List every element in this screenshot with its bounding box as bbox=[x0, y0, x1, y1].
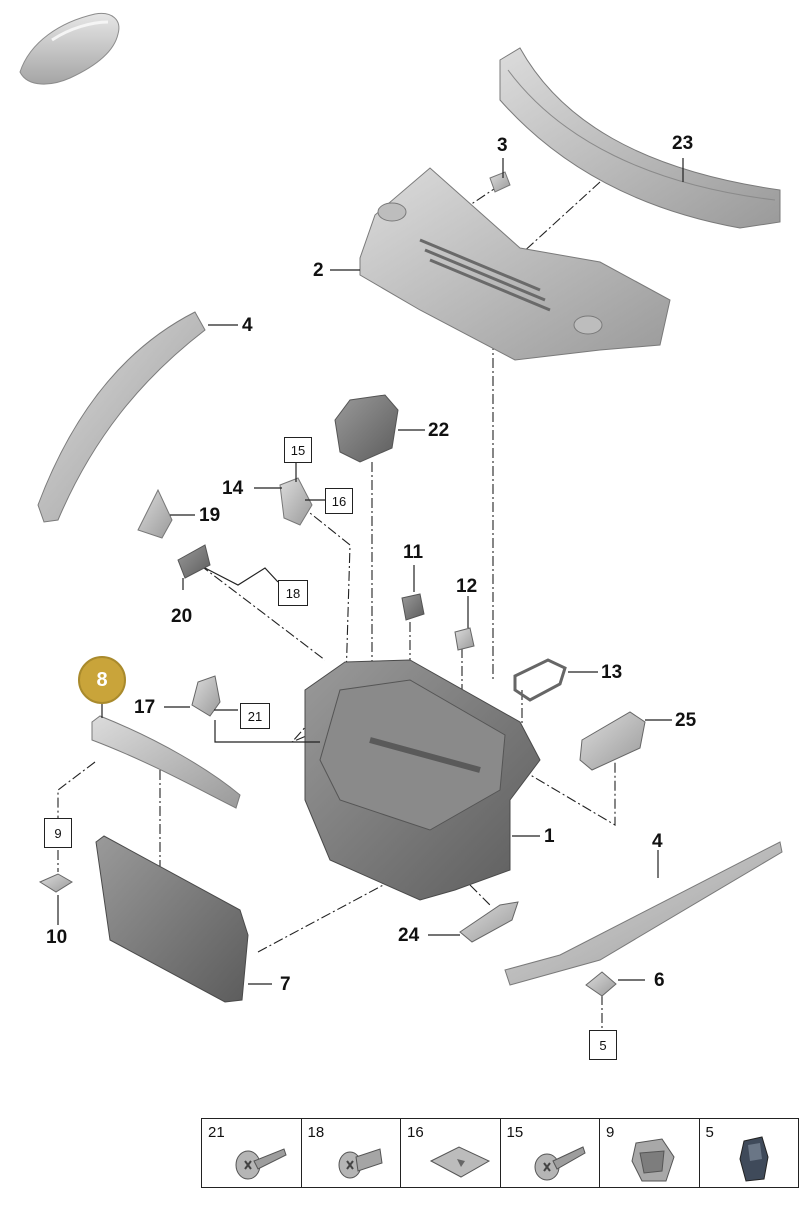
callout-14: 14 bbox=[222, 478, 244, 499]
ref-box-16: 16 bbox=[325, 488, 353, 514]
part-13-frame bbox=[513, 658, 567, 702]
ref-box-18: 18 bbox=[278, 580, 308, 606]
ref-box-5: 5 bbox=[589, 1030, 617, 1060]
legend-item[interactable]: 18 bbox=[302, 1119, 401, 1187]
legend-item-number: 5 bbox=[705, 1124, 714, 1141]
legend-item-number: 15 bbox=[506, 1124, 524, 1141]
legend-item[interactable]: 9 bbox=[600, 1119, 700, 1187]
callout-10: 10 bbox=[46, 927, 68, 948]
speed-nut-icon bbox=[429, 1146, 491, 1178]
callout-17: 17 bbox=[134, 697, 156, 718]
spring-clip-icon bbox=[631, 1138, 675, 1182]
callout-3: 3 bbox=[497, 135, 508, 156]
car-silhouette-icon bbox=[19, 12, 120, 85]
callout-25: 25 bbox=[675, 710, 697, 731]
retaining-clip-icon bbox=[738, 1136, 769, 1182]
legend-item[interactable]: 15 bbox=[501, 1119, 600, 1187]
screw-round-head-icon bbox=[338, 1148, 383, 1179]
part-22-cover-cap bbox=[334, 394, 399, 463]
callout-11: 11 bbox=[403, 542, 424, 563]
part-4-pillar-trim-lower bbox=[504, 841, 783, 986]
part-24-bracket bbox=[459, 901, 519, 943]
callout-6: 6 bbox=[654, 970, 665, 991]
callout-7: 7 bbox=[280, 974, 291, 995]
ref-box-15: 15 bbox=[284, 437, 312, 463]
legend-item-number: 21 bbox=[208, 1124, 225, 1141]
legend-item[interactable]: 16 bbox=[401, 1119, 501, 1187]
callout-leaders bbox=[57, 158, 684, 985]
part-14-bracket bbox=[279, 477, 313, 526]
legend-item[interactable]: 21 bbox=[202, 1119, 302, 1187]
part-4-pillar-trim-upper bbox=[37, 311, 206, 523]
legend-item-number: 16 bbox=[407, 1124, 424, 1141]
part-12-clip bbox=[454, 627, 475, 651]
part-19-bracket bbox=[137, 488, 173, 539]
part-7-side-trim-panel bbox=[95, 835, 249, 1003]
screw-flanged-icon bbox=[235, 1148, 287, 1180]
part-1-luggage-tub bbox=[304, 659, 541, 901]
callout-12: 12 bbox=[456, 576, 478, 597]
callout-2: 2 bbox=[313, 260, 324, 281]
part-2-trim-panel bbox=[359, 167, 671, 361]
part-8-trim-strip bbox=[91, 715, 241, 809]
ref-box-9: 9 bbox=[44, 818, 72, 848]
callout-4-lower: 4 bbox=[652, 831, 663, 852]
callout-1: 1 bbox=[544, 826, 555, 847]
legend-item-number: 18 bbox=[307, 1124, 325, 1141]
part-11-clip bbox=[401, 593, 425, 621]
part-10-speed-nut bbox=[38, 873, 73, 893]
callout-4-upper: 4 bbox=[242, 315, 253, 336]
part-20-bracket bbox=[177, 544, 211, 579]
callout-24: 24 bbox=[398, 925, 420, 946]
part-3-clip bbox=[489, 171, 511, 193]
part-6-clip bbox=[585, 971, 617, 997]
part-25-bracket bbox=[579, 711, 646, 771]
ref-box-21: 21 bbox=[240, 703, 270, 729]
part-23-cowl-panel bbox=[499, 47, 781, 229]
highlighted-part-badge[interactable]: 8 bbox=[78, 656, 126, 704]
legend-item[interactable]: 5 bbox=[700, 1119, 799, 1187]
callout-19: 19 bbox=[199, 505, 221, 526]
fastener-legend: 21 18 16 15 9 bbox=[201, 1118, 799, 1188]
callout-13: 13 bbox=[601, 662, 623, 683]
callout-20: 20 bbox=[171, 606, 193, 627]
callout-22: 22 bbox=[428, 420, 450, 441]
part-17-bracket bbox=[191, 675, 221, 717]
legend-item-number: 9 bbox=[606, 1124, 615, 1141]
callout-23: 23 bbox=[672, 133, 694, 154]
screw-flanged-icon bbox=[534, 1146, 586, 1181]
